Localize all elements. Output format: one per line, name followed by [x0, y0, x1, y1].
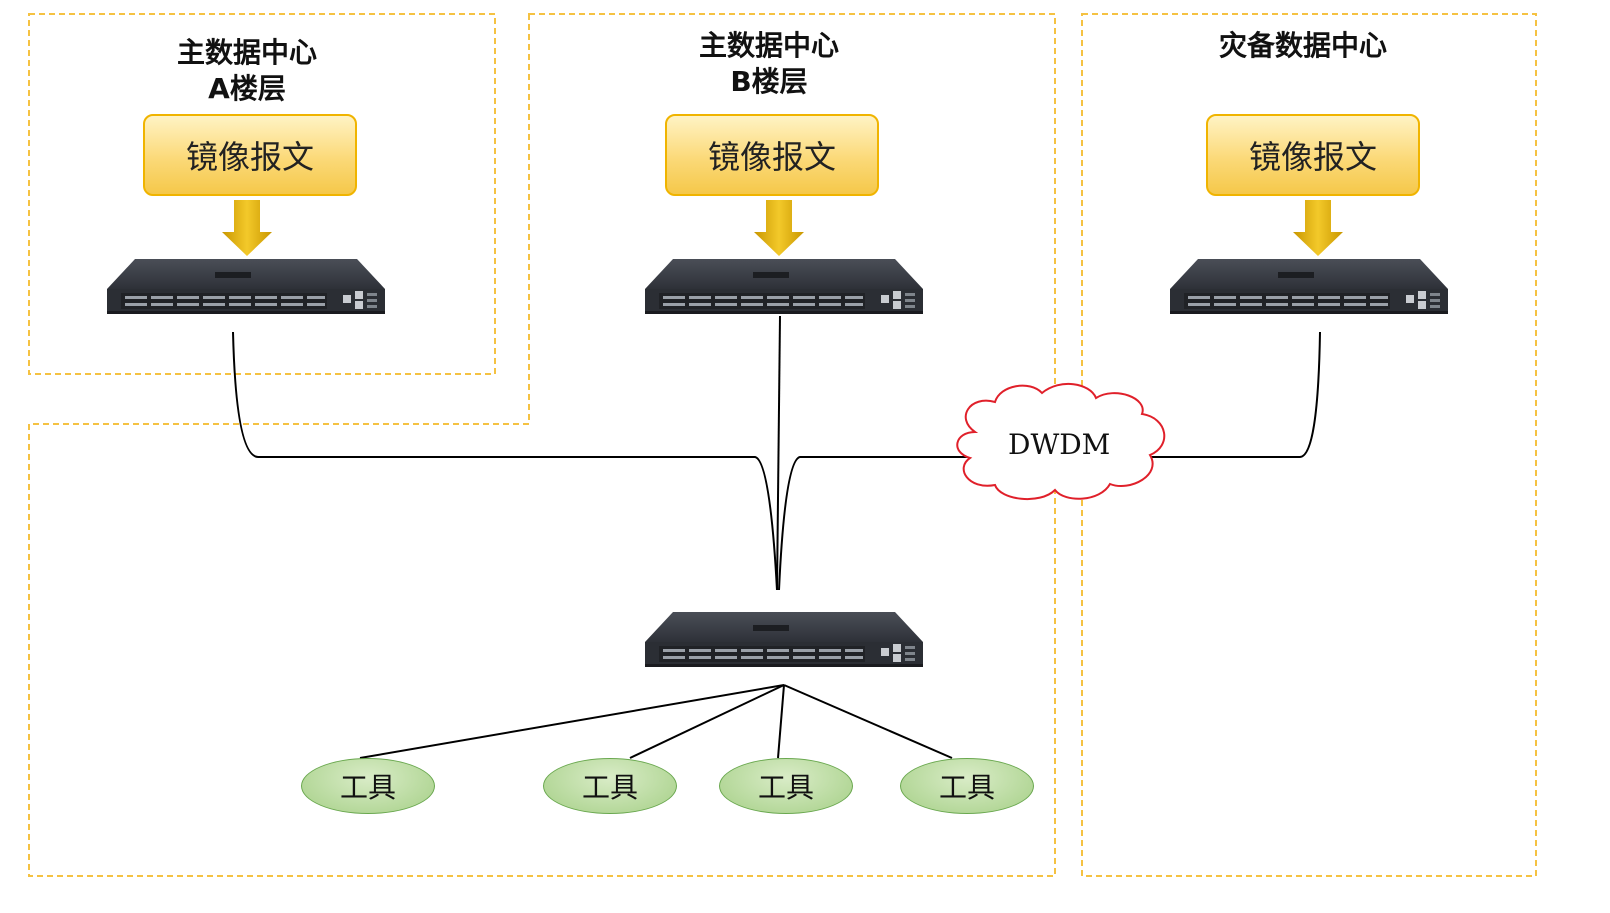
tool-node: 工具: [543, 758, 677, 814]
zone-title-disaster: 灾备数据中心: [1218, 29, 1387, 62]
mirror-packet-box: 镜像报文: [665, 114, 879, 196]
tool-node: 工具: [900, 758, 1034, 814]
tool-node: 工具: [719, 758, 853, 814]
mirror-packet-box: 镜像报文: [1206, 114, 1420, 196]
zone-title-primary-b: 主数据中心 B楼层: [698, 29, 839, 98]
down-arrow-icon: [754, 200, 804, 256]
link-core-tool-1: [359, 684, 785, 759]
link-core-tool-4: [783, 684, 953, 759]
cloud-icon: [956, 382, 1166, 501]
switch-icon: [1170, 259, 1448, 314]
zone-primary-a-border: [28, 13, 496, 375]
tool-node: 工具: [301, 758, 435, 814]
switch-icon: [645, 259, 923, 314]
link-b-to-core: [776, 315, 781, 591]
zone-title-primary-a: 主数据中心 A楼层: [176, 36, 317, 105]
zone-primary-b-border: [28, 13, 1056, 877]
mirror-packet-box: 镜像报文: [143, 114, 357, 196]
link-core-tool-2: [629, 684, 785, 759]
link-core-tool-3: [777, 684, 785, 759]
dwdm-label: DWDM: [1008, 428, 1111, 461]
down-arrow-icon: [1293, 200, 1343, 256]
link-a-to-core: [232, 331, 778, 591]
switch-icon: [645, 612, 923, 667]
switch-icon: [107, 259, 385, 314]
down-arrow-icon: [222, 200, 272, 256]
